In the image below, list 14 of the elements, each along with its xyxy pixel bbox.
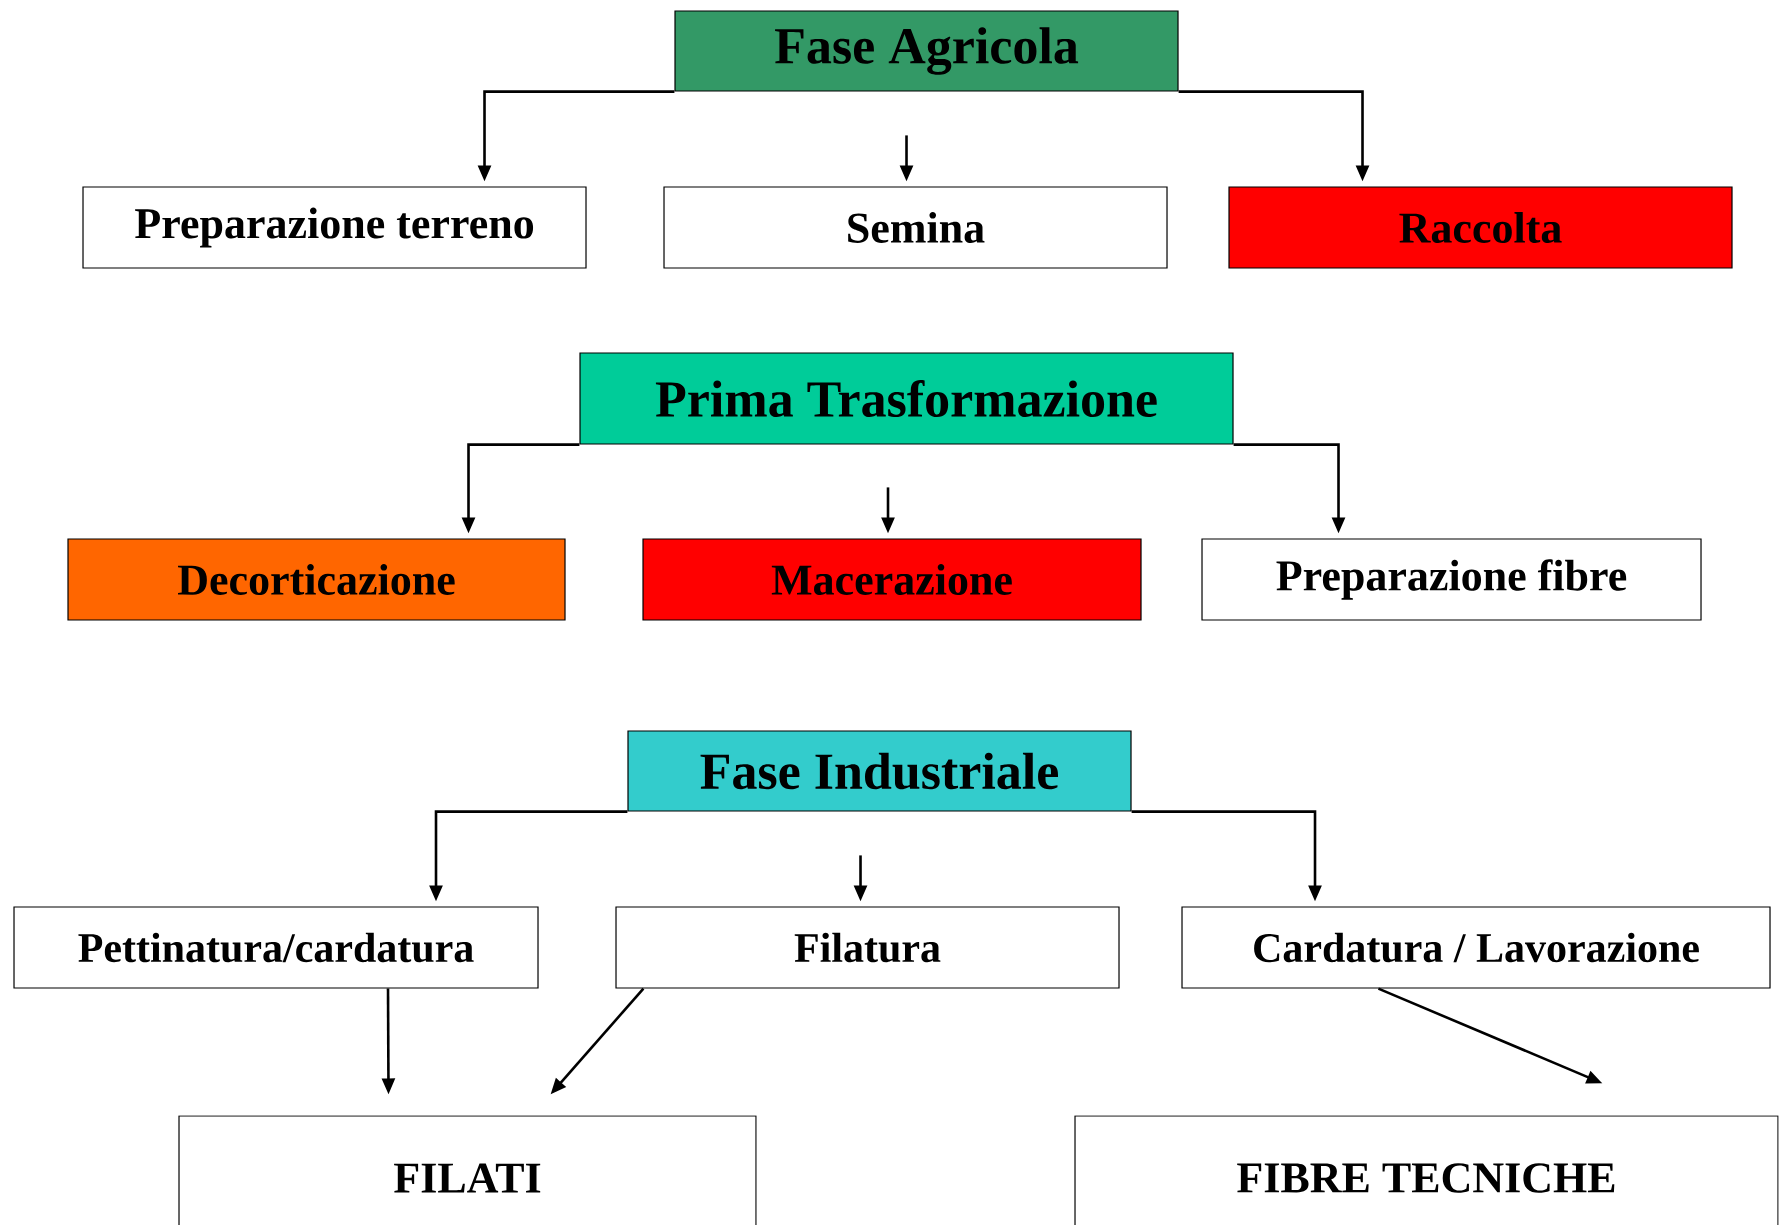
phase-box: Fase Agricola [674, 10, 1179, 92]
step-box: Decorticazione [67, 538, 566, 621]
output-box: FIBRE TECNICHE [1074, 1115, 1779, 1225]
step-box: Cardatura / Lavorazione [1181, 906, 1771, 989]
output-box: FILATI [178, 1115, 757, 1225]
step-box: Semina [663, 186, 1168, 269]
phase-box: Prima Trasformazione [579, 352, 1234, 445]
step-box: Filatura [615, 906, 1120, 989]
step-box: Preparazione fibre [1201, 538, 1702, 621]
step-box: Macerazione [642, 538, 1142, 621]
step-box: Preparazione terreno [82, 186, 587, 269]
phase-box: Fase Industriale [627, 730, 1132, 812]
step-box: Pettinatura/cardatura [13, 906, 539, 989]
step-box: Raccolta [1228, 186, 1733, 269]
